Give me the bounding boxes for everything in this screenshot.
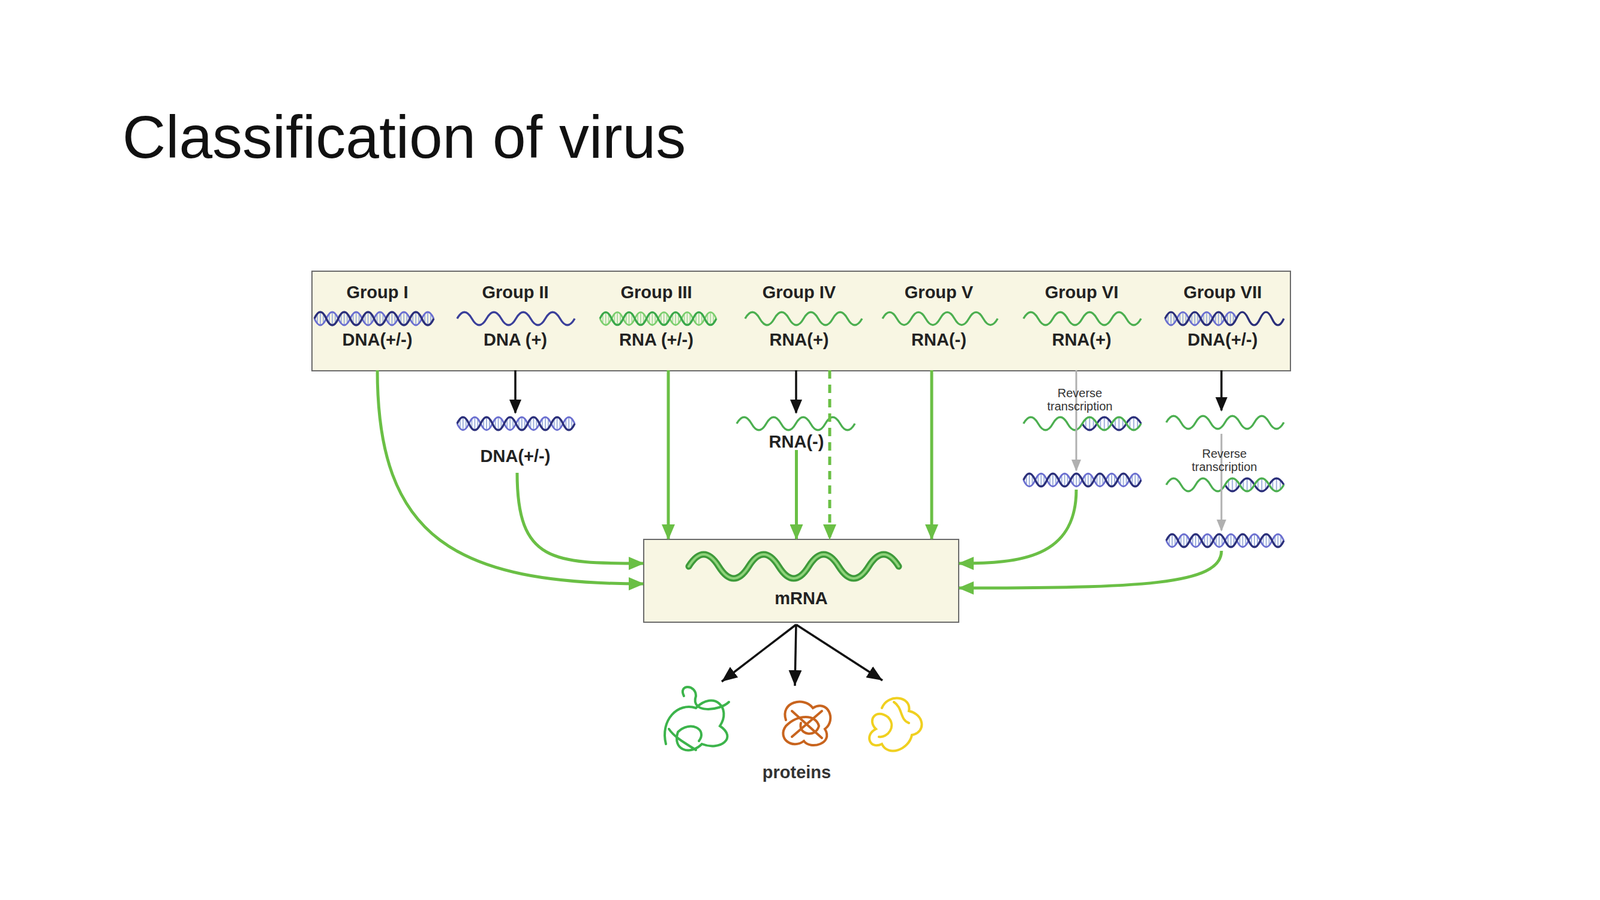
ssrna-strand — [1023, 311, 1142, 326]
flow-arrow — [796, 370, 797, 413]
translation-arrow — [794, 624, 797, 686]
connector-line — [1075, 370, 1078, 471]
group-heading: Group IV — [730, 281, 869, 303]
genome-group: Group I DNA(+/-) — [308, 271, 447, 371]
mrna-wave-highlight — [688, 554, 899, 579]
mrna-wave — [688, 554, 899, 579]
page-title: Classification of virus — [122, 106, 686, 167]
genome-group: Group III RNA (+/-) — [587, 271, 726, 371]
connector-line — [828, 370, 832, 539]
group-heading: Group I — [308, 281, 447, 303]
process-note: Reverse transcription — [1034, 386, 1125, 413]
dsdna-helix — [1023, 473, 1142, 487]
ssdna-strand — [457, 311, 575, 326]
gapped-dna-helix — [1165, 311, 1284, 326]
group-heading: Group VI — [1012, 281, 1151, 303]
genome-label: DNA(+/-) — [1153, 329, 1292, 350]
ssrna-strand — [745, 311, 863, 325]
flow-arrow — [517, 472, 644, 564]
translation-arrow — [796, 624, 883, 681]
connector-line — [794, 370, 798, 413]
output-label: proteins — [736, 761, 857, 783]
genome-group: Group II DNA (+) — [446, 271, 585, 371]
connector-line — [794, 449, 798, 539]
group-heading: Group II — [446, 281, 585, 303]
flow-arrow — [829, 370, 831, 539]
protein-blob — [782, 701, 831, 746]
dsdna-helix — [1166, 533, 1284, 548]
group-heading: Group V — [869, 281, 1008, 303]
intermediate-genome: DNA(+/-) — [449, 412, 582, 473]
mrna-box: mRNA — [643, 538, 960, 623]
rna-dna-hybrid — [1023, 416, 1142, 431]
genome-group: Group IV RNA(+) — [730, 271, 869, 371]
connector-line — [514, 370, 517, 413]
genome-group: Group V RNA(-) — [869, 271, 1008, 371]
connector-line — [667, 370, 671, 539]
genome-group: Group VII DNA(+/-) — [1153, 271, 1292, 371]
connector-line — [959, 489, 1077, 564]
genome-label: DNA (+) — [446, 329, 585, 350]
intermediate-genome: RNA(-) — [734, 412, 858, 450]
protein-blob — [664, 686, 729, 750]
genome-label: mRNA — [644, 587, 959, 609]
genome-label: RNA (+/-) — [587, 329, 726, 350]
genome-label: RNA(-) — [734, 431, 858, 452]
connector-line — [959, 550, 1222, 588]
flow-arrow — [668, 370, 669, 539]
flow-arrow — [796, 449, 797, 539]
dsdna-helix — [457, 416, 575, 431]
genome-label: RNA(-) — [869, 329, 1008, 350]
genome-group: Group VI RNA(+) — [1012, 271, 1151, 371]
group-heading: Group III — [587, 281, 726, 303]
dsrna-helix — [599, 311, 717, 325]
ssrna-strand — [1166, 415, 1284, 429]
connector-line — [377, 370, 644, 584]
connector-line — [517, 472, 644, 564]
genome-label: DNA(+/-) — [308, 329, 447, 350]
group-heading: Group VII — [1153, 281, 1292, 303]
protein-blob — [869, 698, 922, 752]
connector-line — [1220, 370, 1223, 411]
genome-label: RNA(+) — [1012, 329, 1151, 350]
dsdna-helix — [314, 311, 434, 326]
genome-label: RNA(+) — [730, 329, 869, 350]
connector-line — [930, 370, 934, 539]
flow-arrow — [515, 370, 516, 413]
ssrna-strand — [882, 311, 998, 325]
genome-band: Group I DNA(+/-) Group II DNA (+) Group III R… — [311, 270, 1292, 372]
rna-dna-hybrid — [1166, 478, 1284, 492]
process-note: Reverse transcription — [1179, 446, 1270, 474]
genome-label: DNA(+/-) — [449, 445, 582, 467]
flow-arrow — [377, 370, 644, 584]
flow-arrow — [931, 370, 933, 539]
flow-arrow — [959, 370, 1222, 588]
translation-arrow — [721, 624, 797, 682]
ssrna-strand — [736, 416, 855, 431]
